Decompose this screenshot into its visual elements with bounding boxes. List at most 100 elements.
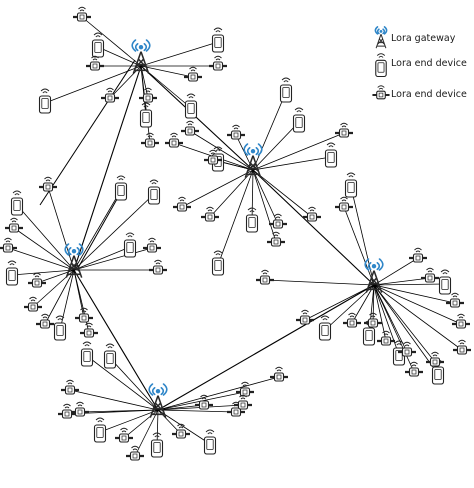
sensor-core [262,277,268,283]
device-signal-icon [120,427,128,433]
signal-arc [376,28,380,35]
signal-arc [145,39,151,52]
device-signal-icon [281,77,291,83]
device-signal-icon [200,394,208,400]
device-screen [126,242,134,253]
device-signal-icon [170,132,178,138]
sensor-body [187,72,199,82]
gateway-link [140,65,254,171]
lora-end-device-phone-icon [292,107,306,133]
device-screen [117,185,125,196]
lora-end-device-phone-icon [324,142,338,168]
device-signal-icon [12,190,22,196]
device-signal-icon [63,403,71,409]
lora-end-device-sensor-icon [209,55,227,71]
sensor-body [83,328,95,338]
sensor-core [240,402,246,408]
phone-device-link [16,204,75,271]
legend-sensor-device-label: Lora end device [391,89,467,100]
device-signal-icon [232,124,240,130]
signal-arc [76,246,81,256]
phone-device-link [44,65,142,104]
lora-end-device-sensor-icon [234,394,252,410]
antenna-dot [71,249,77,254]
sensor-body [78,313,90,323]
device-screen [282,87,290,98]
lora-end-device-sensor-icon [364,312,382,328]
sensor-device-link [134,409,159,457]
device-signal-icon [440,269,450,275]
phone-device-link [217,169,254,266]
device-screen [327,152,335,163]
device-signal-icon [66,379,74,385]
device-signal-icon [241,381,249,387]
sensor-device-link [140,65,194,78]
sensor-body [408,367,420,377]
lora-end-device-sensor-icon [184,66,202,82]
device-signal-icon [146,132,154,138]
sensor-core [404,349,410,355]
sensor-body [39,319,51,329]
sensor-body [270,237,282,247]
sensor-device-link [372,284,375,324]
gateway-link [157,284,375,411]
sensor-core [370,320,376,326]
tower-lattice [244,155,262,178]
sensor-device-link [209,169,254,218]
device-signal-icon [431,351,439,357]
sensor-device-link [157,376,280,411]
device-signal-icon [7,260,17,266]
sensor-body [367,318,379,328]
sensor-body [204,212,216,222]
sensor-body [237,400,249,410]
lora-end-device-sensor-icon [398,341,416,357]
sensor-body [424,273,436,283]
signal-arc [374,26,379,35]
device-screen [377,62,385,73]
sensor-body [76,12,88,22]
sensor-device-link [373,257,419,286]
sensor-core [215,63,221,69]
sensor-core [458,321,464,327]
phone-device-link [157,409,211,445]
sensor-core [341,130,347,136]
tower-lattice [65,255,83,278]
device-signal-icon [214,55,222,61]
phone-device-link [324,284,375,331]
device-signal-icon [209,149,217,155]
sensor-core [309,214,315,220]
lora-end-device-sensor-icon [36,313,54,329]
device-signal-icon [213,250,223,256]
device-screen [206,439,214,450]
lora-end-device-sensor-icon [343,312,361,328]
phone-device-link [99,409,159,433]
phone-device-link [373,284,400,356]
device-signal-icon [131,445,139,451]
device-screen [83,351,91,362]
device-signal-icon [213,27,223,33]
device-signal-icon [152,432,162,438]
sensor-body [212,61,224,71]
sensor-core [207,214,213,220]
sensor-body [259,275,271,285]
device-signal-icon [41,313,49,319]
signal-arc [376,261,381,271]
device-signal-icon [410,361,418,367]
device-signal-icon [376,53,386,58]
lora-end-device-sensor-icon [256,269,274,285]
sensor-core [132,453,138,459]
sensor-body [129,451,141,461]
lora-end-device-phone-icon [147,179,161,205]
lora-end-device-phone-icon [150,432,164,458]
device-signal-icon [186,93,196,99]
sensor-core [5,245,11,251]
sensor-core [459,347,465,353]
device-screen [150,189,158,200]
signal-arc [67,246,72,256]
device-signal-icon [95,417,105,423]
device-signal-icon [247,207,257,213]
sensor-device-link [69,389,159,411]
sensor-body [74,407,86,417]
links-layer [7,16,463,457]
lora-end-device-sensor-icon [139,87,157,103]
